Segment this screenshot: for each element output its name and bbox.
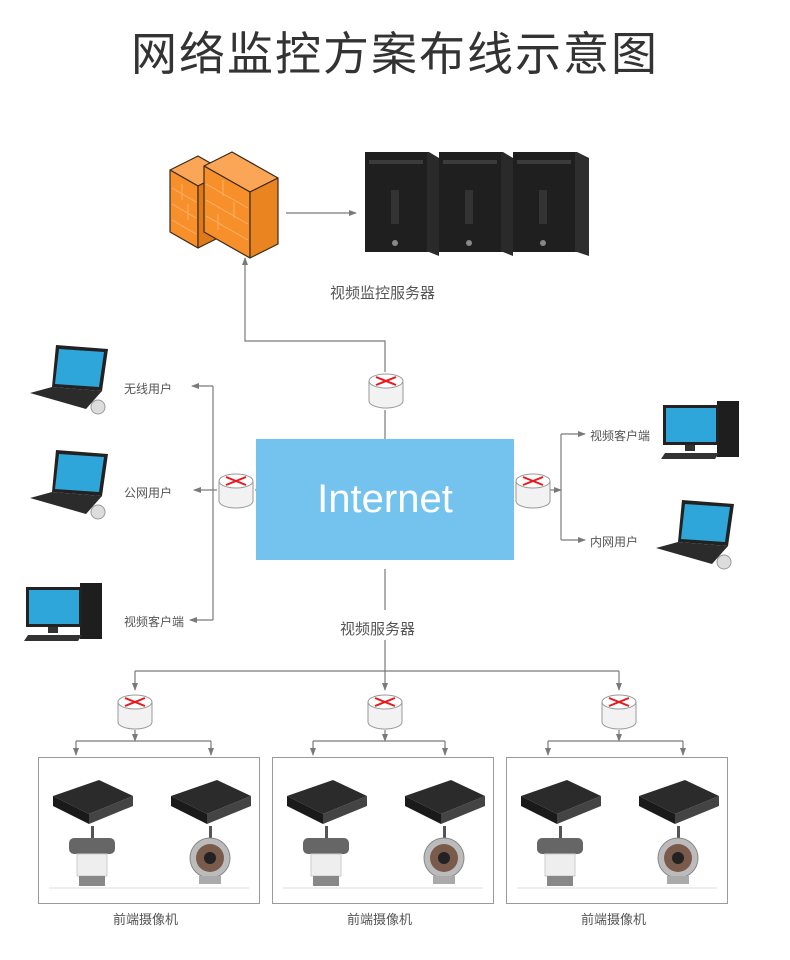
right-client-label: 内网用户 [590,535,639,549]
video-server-label: 视频服务器 [340,620,416,638]
firewall-icon [169,151,279,259]
desktop-pc-icon [24,583,102,641]
encoder-box-icon [171,780,251,824]
camera-devices [49,780,251,889]
camera-group-box [38,757,260,904]
link-line [443,826,446,838]
server-group [365,148,590,264]
link-line [559,826,562,838]
tower-server-icons [365,152,589,256]
link-line [325,826,328,838]
servers-label: 视频监控服务器 [330,284,436,302]
wire-router-firewall [242,257,386,372]
ptz-camera-icon [537,838,583,886]
router-icon [117,694,153,730]
router-icon [601,694,637,730]
split-group-2 [310,730,448,756]
tower-server-icon [513,152,589,256]
internet-cloud-box: Internet [256,439,514,560]
encoder-box-icon [405,780,485,824]
left-client-label: 视频客户端 [124,615,185,629]
ir-camera-icon [189,837,231,884]
router-icon [515,473,551,509]
ir-camera-icon [423,837,465,884]
camera-group-box [506,757,728,904]
link-line [677,826,680,838]
laptop-icon [30,345,108,415]
diagram-title: 网络监控方案布线示意图 [131,27,659,81]
tower-server-icon [439,152,513,256]
link-line [209,826,212,838]
router-icon [218,473,254,509]
camera-group-box [272,757,494,904]
internet-label: Internet [317,477,453,521]
router-icon [368,373,404,409]
split-group-3 [545,730,686,756]
tower-server-icon [365,152,439,256]
encoder-box-icon [639,780,719,824]
right-client-label: 视频客户端 [590,429,651,443]
ptz-camera-icon [303,838,349,886]
camera-group-label: 前端摄像机 [113,913,179,928]
camera-devices [283,780,485,889]
router-icon [367,694,403,730]
left-client-label: 无线用户 [124,382,173,396]
camera-devices [517,780,719,889]
encoder-box-icon [521,780,601,824]
laptop-icon [656,500,734,570]
link-line [91,826,94,838]
ir-camera-icon [657,837,699,884]
split-group-1 [73,730,214,756]
encoder-box-icon [287,780,367,824]
left-client-label: 公网用户 [124,486,173,500]
laptop-icon [30,450,108,520]
encoder-box-icon [53,780,133,824]
camera-group-label: 前端摄像机 [581,913,647,928]
desktop-pc-icon [661,401,739,459]
camera-group-label: 前端摄像机 [347,913,413,928]
ptz-camera-icon [69,838,115,886]
